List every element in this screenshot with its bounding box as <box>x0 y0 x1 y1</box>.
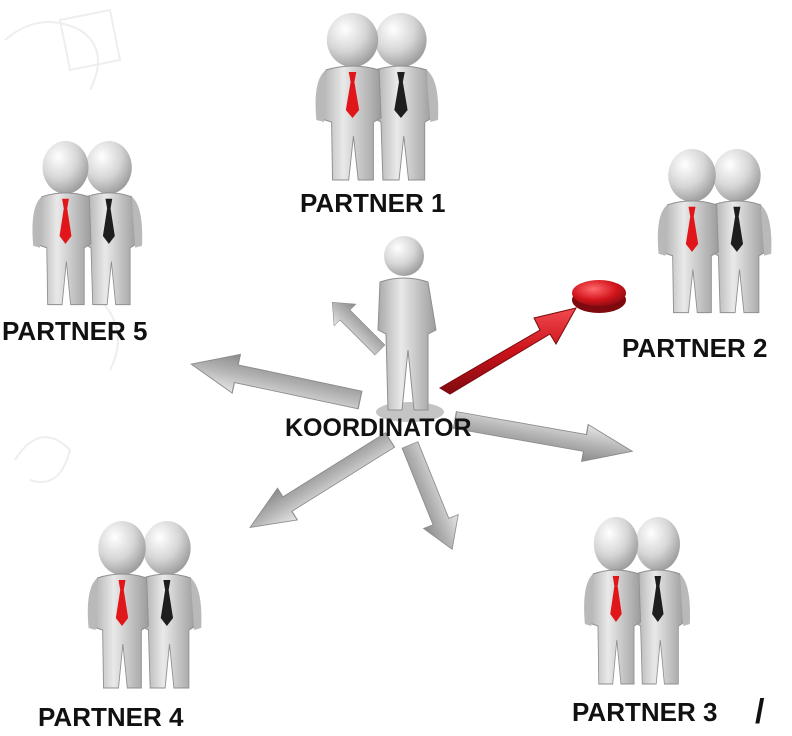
partner-5-label: PARTNER 5 <box>2 316 148 346</box>
arrow-down <box>392 437 470 557</box>
partner-4-figures <box>87 520 202 689</box>
arrow-to-partner5 <box>186 344 365 420</box>
red-arrow-to-target <box>439 307 577 395</box>
partner-1-label: PARTNER 1 <box>300 188 446 218</box>
partner-3-label: PARTNER 3 <box>572 697 718 727</box>
arrow-to-partner3 <box>451 400 637 471</box>
partner-4-label: PARTNER 4 <box>38 702 184 732</box>
partner-5-figures <box>31 140 143 306</box>
target-disc <box>572 280 626 313</box>
partner-2-figures <box>657 148 772 314</box>
coordinator-figure <box>376 236 444 422</box>
background-sketch <box>4 8 122 483</box>
coordinator-label: KOORDINATOR <box>285 414 472 442</box>
partner-3-figures <box>583 516 691 685</box>
partner-2-label: PARTNER 2 <box>622 333 768 363</box>
slash-glyph: / <box>755 693 765 731</box>
partner-1-figures <box>315 12 439 181</box>
